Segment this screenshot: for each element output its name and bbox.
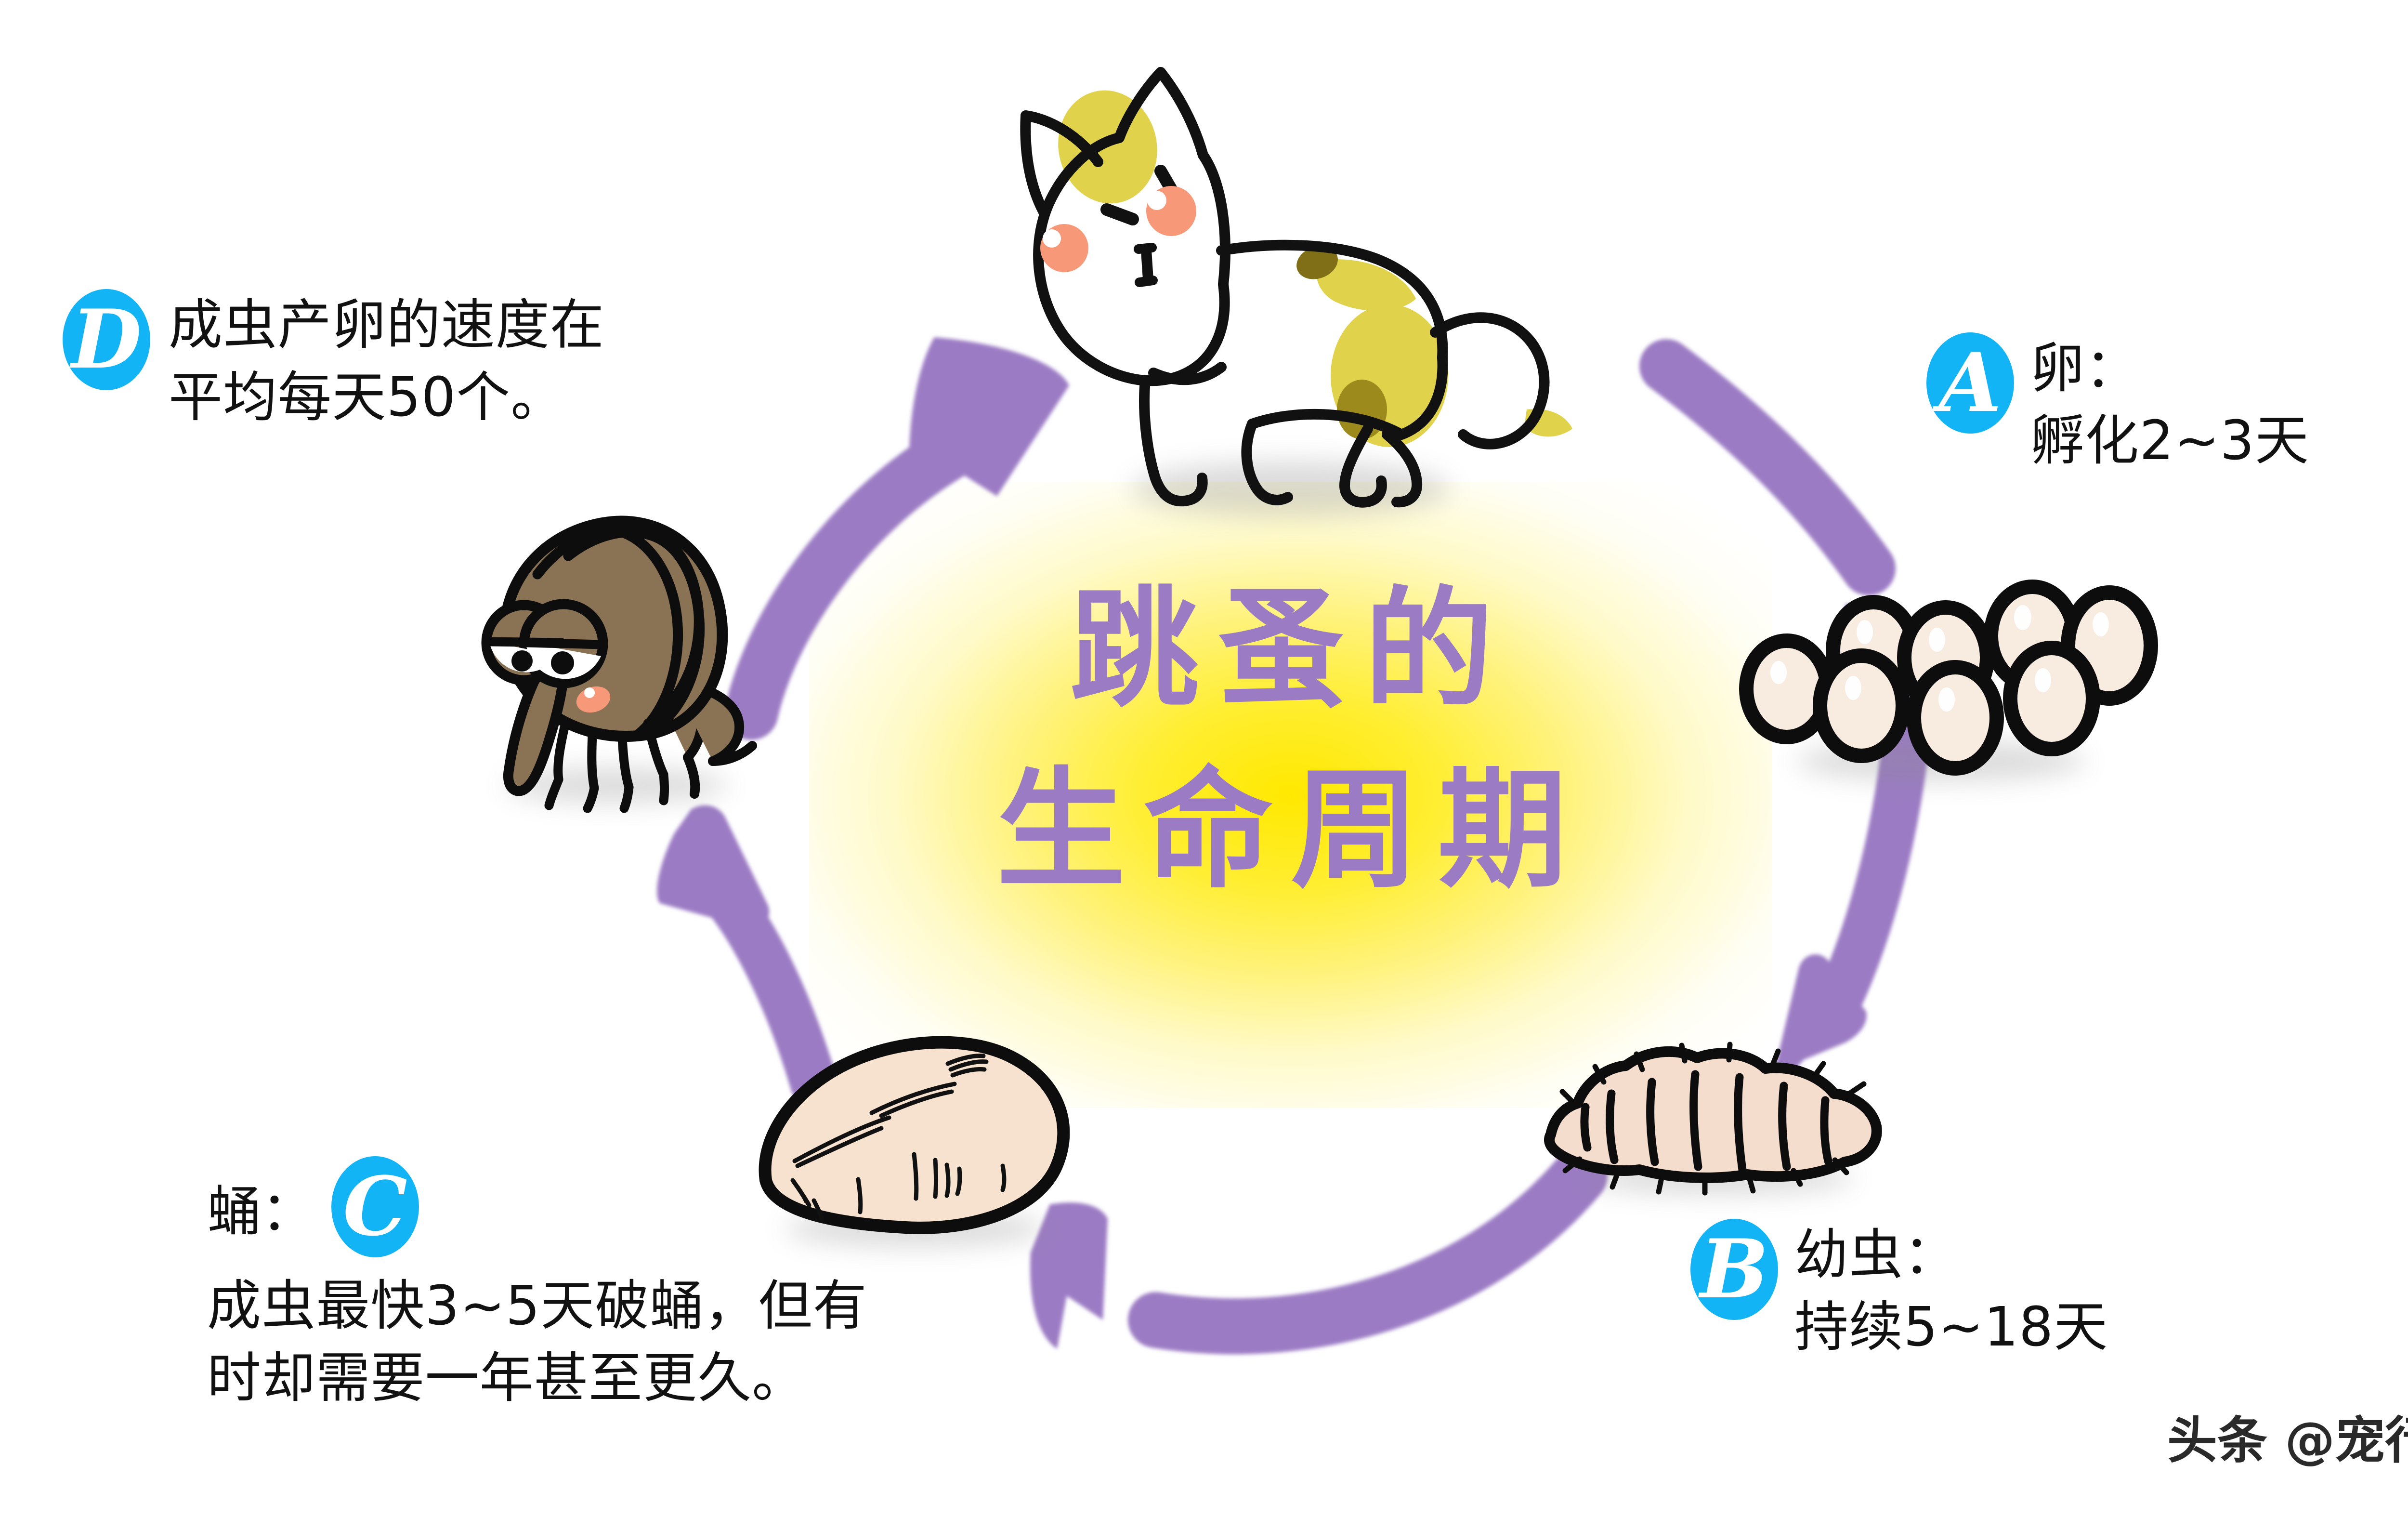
callout-b-line-2: 持续5~18天 <box>1794 1296 2108 1359</box>
callout-b: B 幼虫： 持续5~18天 <box>1690 1219 2108 1363</box>
callout-d: D 成虫产卵的速度在 平均每天50个。 <box>63 289 604 434</box>
callout-c-line-1: 成虫最快3~5天破蛹，但有 <box>207 1275 867 1337</box>
adult-flea-icon <box>481 515 757 813</box>
eggs-icon <box>1739 580 2158 781</box>
callout-d-line-1: 成虫产卵的速度在 <box>169 294 604 356</box>
arrow-larva-to-pupa <box>1030 1148 1608 1355</box>
page-title-line-1: 跳蚤的 <box>1070 575 1512 725</box>
badge-b[interactable]: B <box>1690 1219 1778 1320</box>
badge-a[interactable]: A <box>1926 332 2014 434</box>
callout-a: A 卵： 孵化2~3天 <box>1926 332 2309 477</box>
callout-c-label: 蛹： <box>207 1180 315 1243</box>
page-title-line-2: 生命周期 <box>996 755 1585 906</box>
badge-c[interactable]: C <box>331 1156 419 1257</box>
arrow-eggs-to-larva <box>1775 728 1928 1074</box>
cat-illustration <box>1020 67 1572 517</box>
badge-d[interactable]: D <box>63 289 150 390</box>
arrow-pupa-to-adult <box>657 805 838 1108</box>
callout-c-line-2: 时却需要一年甚至更久。 <box>207 1347 807 1410</box>
callout-a-line-1: 卵： <box>2030 337 2140 400</box>
arrow-adult-to-cat <box>724 337 1069 740</box>
callout-a-line-2: 孵化2~3天 <box>2030 409 2310 473</box>
callout-b-line-1: 幼虫： <box>1794 1224 1958 1286</box>
callout-d-line-2: 平均每天50个。 <box>169 366 565 429</box>
callout-c: 蛹： C 成虫最快3~5天破蛹，但有 时却需要一年甚至更久。 <box>207 1156 867 1414</box>
watermark: 头条 @宠行家 <box>2167 1411 2408 1470</box>
pupa-icon <box>759 1036 1070 1247</box>
larva-icon <box>1544 1042 1882 1196</box>
